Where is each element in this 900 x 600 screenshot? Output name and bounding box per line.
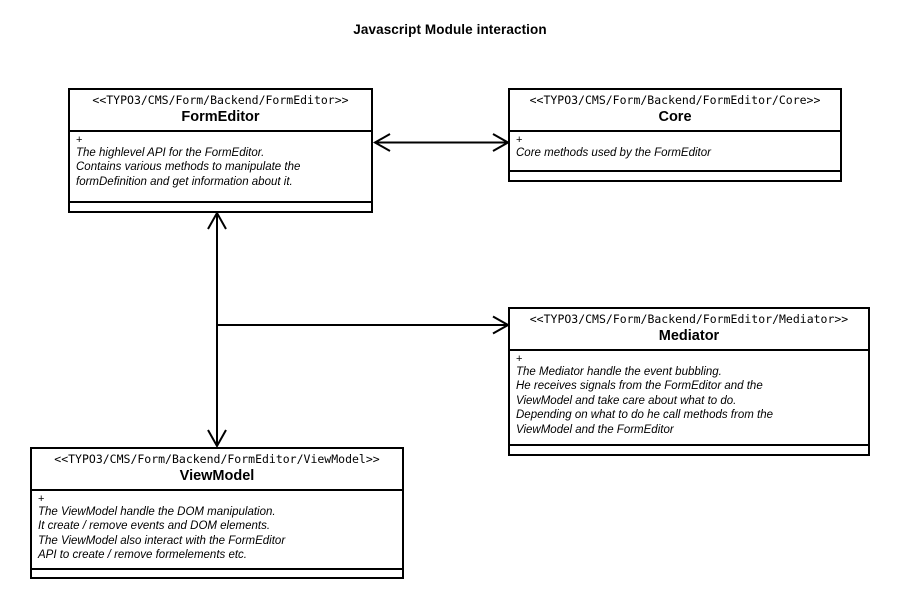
uml-visibility: + bbox=[38, 493, 45, 505]
uml-header: <<TYPO3/CMS/Form/Backend/FormEditor>> Fo… bbox=[70, 90, 371, 130]
uml-description-line: The Mediator handle the event bubbling. bbox=[516, 366, 722, 378]
connector-formeditor-viewmodel bbox=[207, 210, 227, 449]
page-title: Javascript Module interaction bbox=[353, 22, 547, 37]
uml-footer-compartment bbox=[70, 201, 371, 211]
uml-visibility: + bbox=[76, 134, 83, 146]
uml-stereotype: <<TYPO3/CMS/Form/Backend/FormEditor/View… bbox=[54, 452, 380, 466]
uml-class-name: Mediator bbox=[658, 328, 720, 344]
uml-visibility: + bbox=[516, 353, 523, 365]
uml-description-line: Depending on what to do he call methods … bbox=[516, 409, 773, 422]
uml-class-viewmodel[interactable]: <<TYPO3/CMS/Form/Backend/FormEditor/View… bbox=[30, 447, 404, 579]
uml-class-name: Core bbox=[658, 109, 692, 125]
uml-class-mediator[interactable]: <<TYPO3/CMS/Form/Backend/FormEditor/Medi… bbox=[508, 307, 870, 456]
uml-body: + The ViewModel handle the DOM manipulat… bbox=[32, 489, 402, 568]
uml-class-core[interactable]: <<TYPO3/CMS/Form/Backend/FormEditor/Core… bbox=[508, 88, 842, 182]
uml-description-line: ViewModel and take care about what to do… bbox=[516, 394, 737, 407]
uml-header: <<TYPO3/CMS/Form/Backend/FormEditor/View… bbox=[32, 449, 402, 489]
uml-description-line: The ViewModel handle the DOM manipulatio… bbox=[38, 506, 276, 518]
uml-stereotype: <<TYPO3/CMS/Form/Backend/FormEditor/Core… bbox=[529, 93, 821, 107]
uml-header: <<TYPO3/CMS/Form/Backend/FormEditor/Core… bbox=[510, 90, 840, 130]
uml-footer-compartment bbox=[510, 170, 840, 180]
uml-header: <<TYPO3/CMS/Form/Backend/FormEditor/Medi… bbox=[510, 309, 868, 349]
connector-formeditor-core bbox=[372, 133, 511, 152]
uml-body: + The highlevel API for the FormEditor. … bbox=[70, 130, 371, 201]
uml-class-formeditor[interactable]: <<TYPO3/CMS/Form/Backend/FormEditor>> Fo… bbox=[68, 88, 373, 213]
uml-description-line: It create / remove events and DOM elemen… bbox=[38, 520, 271, 533]
uml-description-line: The highlevel API for the FormEditor. bbox=[76, 147, 265, 159]
uml-body: + Core methods used by the FormEditor bbox=[510, 130, 840, 170]
uml-footer-compartment bbox=[510, 444, 868, 454]
uml-stereotype: <<TYPO3/CMS/Form/Backend/FormEditor>> bbox=[92, 93, 349, 107]
connector-branch-mediator bbox=[217, 315, 511, 335]
uml-description-line: ViewModel and the FormEditor bbox=[516, 423, 674, 436]
uml-description-line: API to create / remove formelements etc. bbox=[38, 549, 247, 562]
uml-body: + The Mediator handle the event bubbling… bbox=[510, 349, 868, 444]
uml-description-line: Core methods used by the FormEditor bbox=[516, 147, 711, 159]
uml-description-line: Contains various methods to manipulate t… bbox=[76, 161, 301, 174]
uml-class-name: FormEditor bbox=[181, 109, 260, 125]
uml-description-line: He receives signals from the FormEditor … bbox=[516, 380, 763, 393]
uml-description-line: The ViewModel also interact with the For… bbox=[38, 534, 286, 547]
uml-class-name: ViewModel bbox=[179, 468, 255, 484]
uml-footer-compartment bbox=[32, 567, 402, 578]
uml-stereotype: <<TYPO3/CMS/Form/Backend/FormEditor/Medi… bbox=[529, 312, 849, 326]
uml-description-line: formDefinition and get information about… bbox=[76, 175, 293, 188]
uml-visibility: + bbox=[516, 134, 523, 146]
